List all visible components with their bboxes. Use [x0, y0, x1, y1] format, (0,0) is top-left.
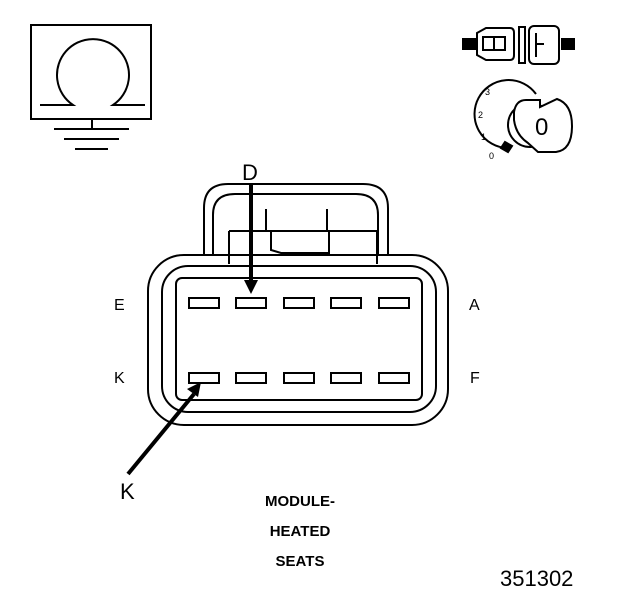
pointer-label-d: D — [242, 160, 258, 185]
pin-h — [283, 372, 315, 384]
pointer-label-k: K — [120, 479, 135, 504]
ignition-position-1: 1 — [481, 132, 487, 142]
pin-b — [330, 297, 362, 309]
ignition-position-3: 3 — [485, 87, 491, 97]
caption-line-1: MODULE- — [265, 493, 335, 510]
pin-label-a: A — [469, 297, 480, 314]
pin-d — [235, 297, 267, 309]
ignition-switch-icon — [473, 79, 574, 154]
pin-label-e: E — [114, 297, 125, 314]
pin-label-f: F — [470, 370, 480, 387]
pin-cavities — [188, 297, 410, 384]
pointer-arrow-k — [126, 382, 201, 476]
pin-e — [188, 297, 220, 309]
pin-k — [188, 372, 220, 384]
ignition-position-2: 2 — [478, 110, 484, 120]
pin-c — [283, 297, 315, 309]
pin-label-k: K — [114, 370, 125, 387]
connector-housing — [147, 183, 449, 426]
figure-number: 351302 — [500, 566, 574, 591]
ignition-key-label: 0 — [535, 114, 549, 141]
pointer-arrow-d — [244, 183, 258, 294]
ground-omega-icon — [30, 24, 152, 150]
pin-g — [330, 372, 362, 384]
caption-line-3: SEATS — [275, 553, 325, 570]
pin-a — [378, 297, 410, 309]
pin-f — [378, 372, 410, 384]
component-caption: MODULE- HEATED SEATS — [240, 487, 360, 577]
inline-connector-icon — [462, 25, 575, 65]
pin-j — [235, 372, 267, 384]
caption-line-2: HEATED — [269, 523, 331, 540]
ignition-position-0: 0 — [489, 151, 495, 161]
